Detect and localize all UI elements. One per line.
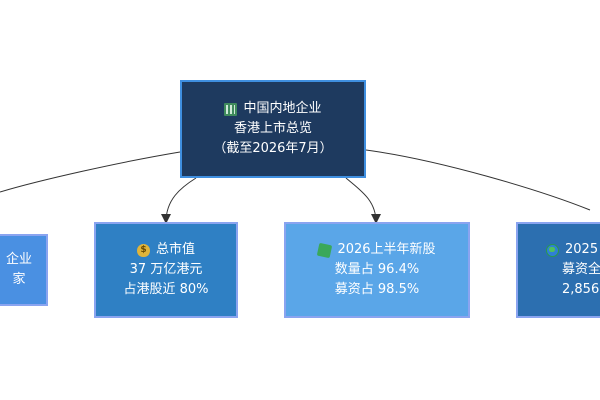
marketcap-line-1: 总市值 [155,242,195,257]
child-node-right: 2025 募资全 2,856 [516,222,600,318]
marketcap-line-3: 占港股近 80% [123,282,209,297]
edge-root-to-ipo [345,177,381,224]
right-line-3: 2,856 [562,282,600,297]
child-node-left: 企业 家 [0,234,48,306]
edge-root-to-marketcap [161,177,197,224]
globe-icon [546,243,559,257]
building-icon [224,102,238,116]
right-line-2: 募资全 [562,262,600,277]
ipo-line-1: 2026上半年新股 [337,242,436,257]
root-node: 中国内地企业 香港上市总览 （截至2026年7月） [180,80,366,178]
ipo-line-3: 募资占 98.5% [334,282,420,297]
edge-root-to-left [0,151,181,193]
child-left-line-1: 企业 [5,252,32,267]
puzzle-icon [317,242,333,258]
child-left-line-2: 家 [12,272,26,287]
root-line-2: 香港上市总览 [233,121,312,136]
right-line-1: 2025 [565,242,599,257]
marketcap-line-2: 37 万亿港元 [129,262,203,277]
root-line-1: 中国内地企业 [243,101,322,116]
ipo-line-2: 数量占 96.4% [334,262,420,277]
child-node-marketcap: 总市值 37 万亿港元 占港股近 80% [94,222,238,318]
root-line-3: （截至2026年7月） [213,141,333,156]
child-node-ipo: 2026上半年新股 数量占 96.4% 募资占 98.5% [284,222,470,318]
edge-root-to-right [365,149,591,211]
moneybag-icon [136,240,150,260]
